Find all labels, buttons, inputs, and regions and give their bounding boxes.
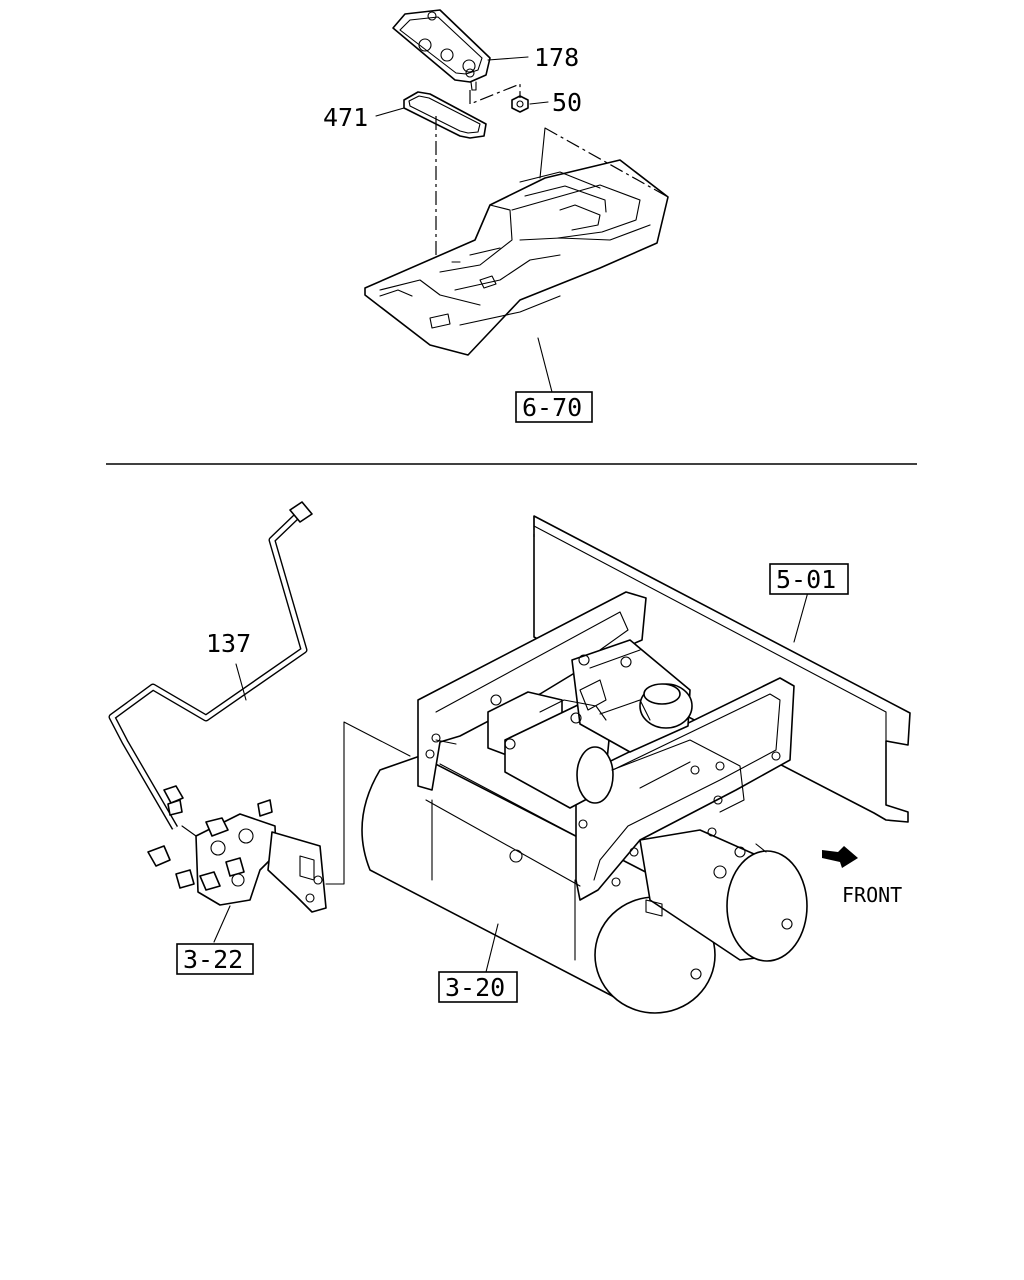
ref-box-3-22[interactable]: 3-22 [176, 943, 254, 975]
air-dryer-unit [487, 639, 745, 813]
front-arrow-icon [822, 846, 858, 868]
cover-plate-178 [392, 9, 491, 91]
pipe-137 [108, 501, 313, 830]
ref-label-3-22: 3-22 [183, 945, 243, 974]
front-label: FRONT [842, 883, 902, 907]
valve-assembly-3-22 [147, 799, 327, 913]
ref-label-6-70: 6-70 [522, 393, 582, 422]
callout-471: 471 [323, 103, 368, 132]
ref-box-5-01[interactable]: 5-01 [769, 563, 849, 595]
tank-bracket-frame [417, 591, 795, 901]
upper-assembly: 178 471 50 6-70 [323, 9, 669, 423]
gasket-471 [403, 91, 487, 139]
callout-137: 137 [206, 629, 251, 658]
ref-label-3-20: 3-20 [445, 973, 505, 1002]
ref-label-5-01: 5-01 [776, 565, 836, 594]
ref-box-6-70[interactable]: 6-70 [515, 391, 593, 423]
cab-floor-panel [364, 127, 669, 356]
air-tanks-3-20 [361, 755, 808, 1014]
nut-50 [511, 95, 529, 113]
ref-box-3-20[interactable]: 3-20 [438, 971, 518, 1003]
lower-assembly: FRONT 137 5-01 3-22 3-20 [108, 501, 911, 1014]
callout-50: 50 [552, 88, 582, 117]
callout-178: 178 [534, 43, 579, 72]
